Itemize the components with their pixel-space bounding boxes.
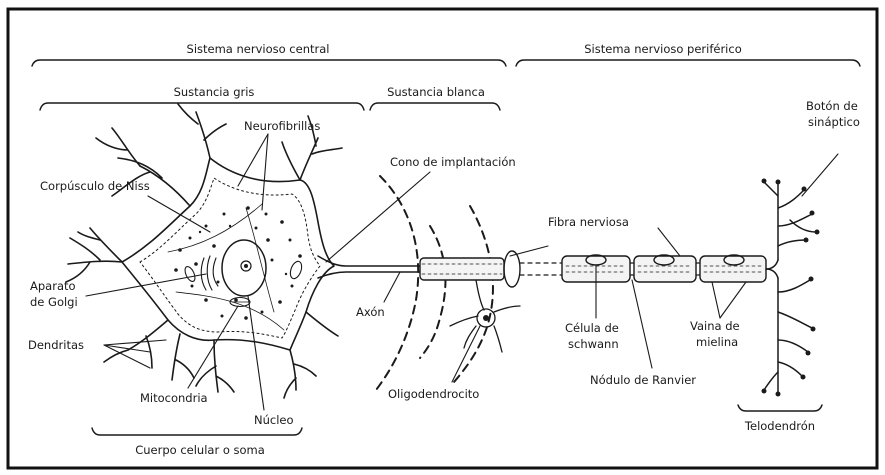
label-soma: Cuerpo celular o soma (135, 443, 265, 457)
label-celula-1: Célula de (565, 321, 619, 335)
label-celula-2: schwann (568, 337, 619, 351)
label-boton-1: Botón de (806, 99, 858, 113)
label-vaina-1: Vaina de (690, 319, 740, 333)
label-telodendron: Telodendrón (744, 419, 815, 433)
label-dendritas: Dendritas (28, 338, 84, 352)
label-boton-2: sináptico (808, 115, 860, 129)
label-neurofibrillas: Neurofibrillas (244, 119, 320, 133)
label-nucleo: Núcleo (254, 413, 294, 427)
label-nodulo: Nódulo de Ranvier (590, 373, 696, 387)
label-cono: Cono de implantación (390, 155, 516, 169)
label-snc: Sistema nervioso central (187, 42, 330, 56)
myelin-pns (562, 255, 766, 282)
label-corpusculo: Corpúsculo de Niss (40, 179, 150, 193)
label-fibra: Fibra nerviosa (548, 215, 629, 229)
label-oligodendrocito: Oligodendrocito (388, 387, 479, 401)
label-aparato-1: Aparato (30, 279, 76, 293)
label-axon: Axón (356, 305, 385, 319)
label-gris: Sustancia gris (174, 85, 255, 99)
label-blanca: Sustancia blanca (387, 85, 485, 99)
label-snp: Sistema nervioso periférico (584, 42, 742, 56)
label-aparato-2: de Golgi (30, 295, 78, 309)
nucleolus-core (244, 264, 248, 268)
label-vaina-2: mielina (696, 335, 738, 349)
label-mitocondria: Mitocondria (140, 391, 208, 405)
